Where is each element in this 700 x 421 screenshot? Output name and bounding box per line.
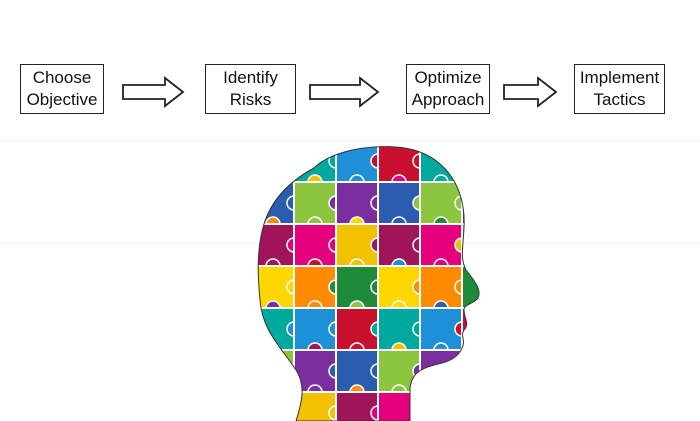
- puzzle-piece: [461, 391, 480, 421]
- puzzle-knob: [475, 384, 480, 400]
- puzzle-piece: [258, 391, 295, 421]
- step-label: Optimize Approach: [411, 68, 485, 109]
- puzzle-piece: [461, 265, 480, 309]
- puzzle-piece: [461, 223, 480, 267]
- puzzle-piece: [258, 349, 295, 393]
- puzzle-piece: [461, 307, 480, 351]
- puzzle-knob: [454, 405, 470, 421]
- right-arrow-icon: [309, 76, 380, 108]
- divider-top: [0, 140, 700, 141]
- puzzle-knob: [412, 405, 428, 421]
- puzzle-knob: [475, 342, 480, 358]
- puzzle-knob: [475, 258, 480, 274]
- puzzle-piece: [258, 146, 295, 183]
- step-label: Choose Objective: [26, 68, 98, 109]
- puzzle-piece: [419, 391, 463, 421]
- puzzle-knob: [475, 174, 480, 190]
- puzzle-knob: [265, 384, 281, 400]
- puzzle-head-illustration: [257, 146, 480, 421]
- puzzle-knob: [475, 216, 480, 232]
- step-label: Implement Tactics: [579, 68, 660, 109]
- right-arrow-icon: [122, 76, 185, 108]
- step-choose-objective: Choose Objective: [20, 64, 104, 114]
- step-implement-tactics: Implement Tactics: [574, 64, 665, 114]
- puzzle-knob: [475, 300, 480, 316]
- right-arrow-icon: [503, 76, 558, 108]
- puzzle-knob: [454, 153, 470, 169]
- puzzle-piece: [377, 391, 421, 421]
- puzzle-piece: [461, 181, 480, 225]
- step-identify-risks: Identify Risks: [205, 64, 296, 114]
- puzzle-piece: [461, 349, 480, 393]
- puzzle-knob: [286, 153, 302, 169]
- puzzle-piece: [461, 146, 480, 183]
- puzzle-knob: [265, 174, 281, 190]
- step-label: Identify Risks: [223, 68, 278, 109]
- step-optimize-approach: Optimize Approach: [406, 64, 490, 114]
- puzzle-knob: [433, 384, 449, 400]
- puzzle-knob: [454, 363, 470, 379]
